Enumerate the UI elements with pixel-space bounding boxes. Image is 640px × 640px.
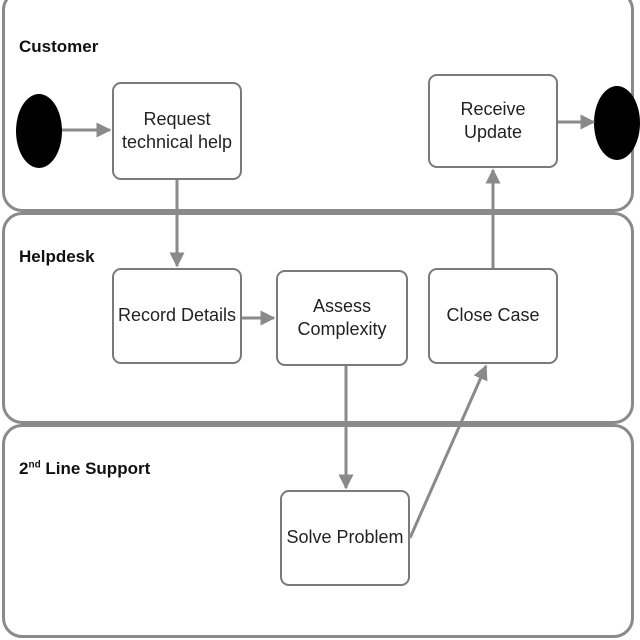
activity-solve-problem: Solve Problem [280,490,410,586]
activity-receive-update: Receive Update [428,74,558,168]
activity-assess-complexity: Assess Complexity [276,270,408,366]
end-node [594,86,640,160]
activity-record-details: Record Details [112,268,242,364]
lane-title-helpdesk: Helpdesk [19,247,95,266]
activity-close-case: Close Case [428,268,558,364]
activity-request-technical-help: Request technical help [112,82,242,180]
lane-title-customer: Customer [19,37,99,56]
start-node [16,94,62,168]
lane-title-2nd-line-support: 2nd Line Support [19,459,151,478]
